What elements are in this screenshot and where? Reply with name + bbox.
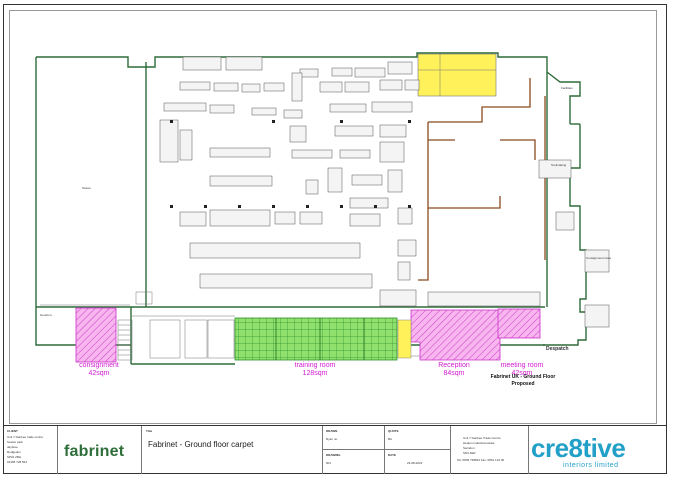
company-address-1: Unit 7 Danbee Trade Centre (463, 436, 501, 440)
building-walls (35, 52, 587, 365)
client-line-3: daybree (7, 445, 18, 449)
drawing-frame (9, 10, 657, 424)
despatch-label: Despatch (546, 346, 569, 352)
consignment-label: consignment 42sqm (70, 362, 128, 378)
column-markers (170, 120, 411, 208)
interior-details (40, 291, 429, 361)
title-cell: Title (142, 426, 323, 474)
drawn-cell: DRAWN Ryan no. (323, 426, 385, 450)
reception-area: 84sqm (443, 370, 465, 377)
quote-label: QUOTE (388, 429, 399, 433)
title-label: Title (146, 429, 153, 433)
client-line-5: SP01 2BH (7, 455, 22, 459)
reception-name: Reception (438, 362, 470, 369)
partition-walls (418, 78, 546, 281)
title-block: CLIENT Unit 7 Danbee trade centre heaton… (3, 425, 667, 474)
meeting-zone (497, 308, 541, 339)
company-address-4: SN3 4ER (463, 451, 476, 455)
client-line-4: Rodgedon (7, 450, 21, 454)
proposed-title-main: Fabrinet UK - Ground Floor (490, 374, 556, 380)
drawn-value: Ryan no. (326, 437, 339, 441)
date-value: 23-08-2023 (407, 461, 423, 465)
client-line-6: 01395 728 844 (7, 460, 28, 464)
facilities-label: Facilities (561, 86, 573, 90)
consignment-area: 42sqm (88, 370, 110, 377)
yellow-office (417, 53, 497, 97)
date-label: DATE (388, 453, 396, 457)
client-line-2: heaton park (7, 440, 23, 444)
drawing-title: Fabrinet - Ground floor carpet (148, 440, 254, 449)
reception-label: Reception 84sqm (432, 362, 476, 378)
fabrinet-logo: fabrinet (64, 443, 125, 460)
drawing-no-label: DRAWING (326, 453, 341, 457)
training-name: training room (294, 362, 336, 369)
training-label: training room 128sqm (280, 362, 350, 378)
cre8tive-logo: cre8tive (531, 433, 626, 463)
client-cell: CLIENT Unit 7 Danbee trade centre heaton… (3, 426, 58, 474)
stores-label: Stores (82, 186, 91, 190)
consignment-zone (75, 307, 117, 363)
date-cell: DATE 23-08-2023 (385, 450, 451, 474)
client-logo-cell (58, 426, 142, 474)
company-address-cell: Unit 7 Danbee Trade Centre Heaton indust… (451, 426, 529, 474)
meeting-name: meeting room (500, 362, 544, 369)
meeting-area: 42sqm (511, 370, 533, 377)
cre8tive-subtitle: interiors limited (563, 462, 619, 469)
machinery-layout (159, 56, 610, 328)
drawn-label: DRAWN (326, 429, 338, 433)
toolmaking-label: Toolmaking (551, 163, 567, 167)
drawing-no-cell: DRAWING 001 (323, 450, 385, 474)
training-zone (234, 317, 398, 361)
proposed-title-sub: Proposed (511, 381, 535, 387)
client-label: CLIENT (7, 429, 18, 433)
drawing-no-value: 001 (326, 461, 332, 465)
proposed-title: Fabrinet UK - Ground Floor Proposed (478, 374, 568, 388)
meeting-label: meeting room 42sqm (494, 362, 550, 378)
company-address-2: Heaton industrial estate (463, 441, 495, 445)
client-line-1: Unit 7 Danbee trade centre (7, 435, 44, 439)
consignment-name: consignment (79, 362, 119, 369)
quote-value: BA (388, 437, 393, 441)
company-contact: Tel: 0845 738844 Fax: 0861 123 00 (457, 458, 505, 462)
quote-cell: QUOTE BA (385, 426, 451, 450)
company-address-3: Swindon (463, 446, 475, 450)
training-area: 128sqm (302, 370, 328, 377)
reception-zone (410, 309, 501, 361)
goods-in-label: Goods in (40, 313, 53, 317)
consignment-store-label: Consignment store (586, 256, 612, 260)
